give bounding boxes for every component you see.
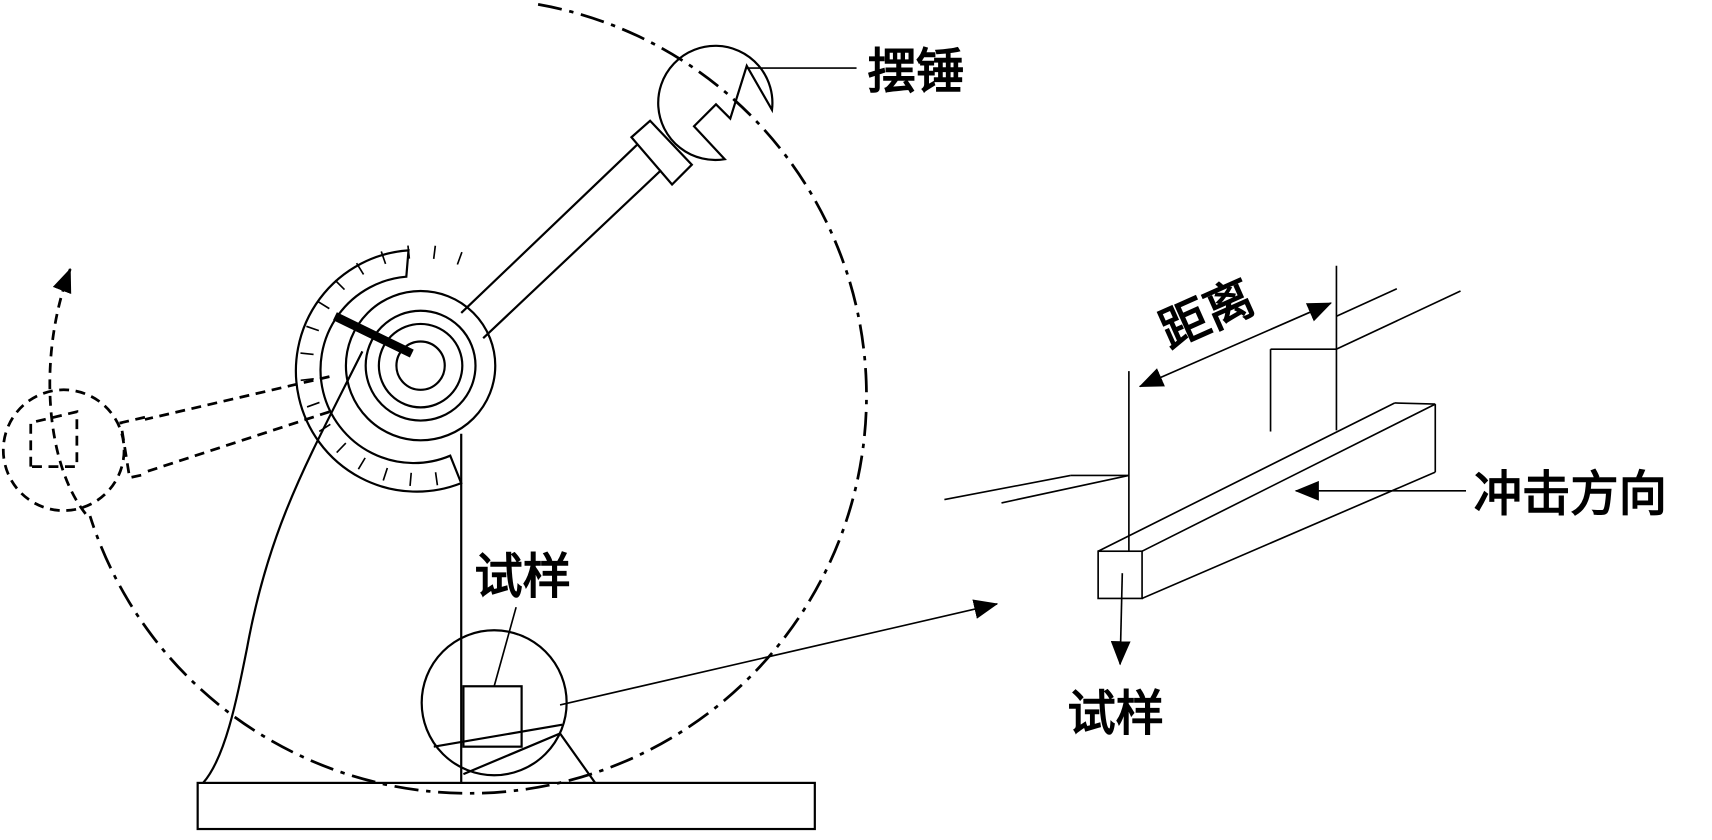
scale-tick <box>432 245 437 259</box>
specimen-label-right: 试样 <box>1067 686 1164 742</box>
specimen-zone <box>420 629 597 784</box>
scale-tick <box>456 251 463 265</box>
pendulum-arm <box>460 119 694 339</box>
scale-tick <box>336 442 347 454</box>
hammer-label: 摆锤 <box>868 44 965 100</box>
specimen-label-left: 试样 <box>474 549 571 605</box>
distance-arrow <box>1138 302 1332 388</box>
scale-tick <box>306 325 320 332</box>
pivot <box>344 289 497 442</box>
pendulum-hammer <box>657 44 774 162</box>
dial-pointer <box>333 312 414 358</box>
distance-label: 距离 <box>1152 270 1263 360</box>
scale-tick <box>355 262 365 275</box>
scale-tick <box>434 472 439 486</box>
specimen-leader-line <box>493 606 517 687</box>
scale-tick <box>300 352 314 356</box>
machine-base <box>196 781 816 831</box>
scale-tick <box>334 279 346 291</box>
specimen-arrow <box>1110 573 1131 666</box>
machine-stand <box>202 350 364 784</box>
scale-tick <box>318 423 331 433</box>
scale-tick <box>357 457 366 470</box>
scale-tick <box>380 251 387 265</box>
swing-trajectory <box>88 3 868 795</box>
raised-pendulum-dashed <box>1 375 330 512</box>
swing-direction-arrow <box>48 267 87 515</box>
angle-scale <box>294 245 463 493</box>
scale-tick <box>306 401 320 408</box>
scale-tick <box>300 377 314 382</box>
zoom-arrow <box>559 599 999 706</box>
scale-tick <box>317 300 330 310</box>
impact-direction-label: 冲击方向 <box>1474 467 1667 523</box>
scale-tick <box>382 467 389 481</box>
scale-tick <box>409 472 413 487</box>
scale-tick <box>407 245 411 259</box>
